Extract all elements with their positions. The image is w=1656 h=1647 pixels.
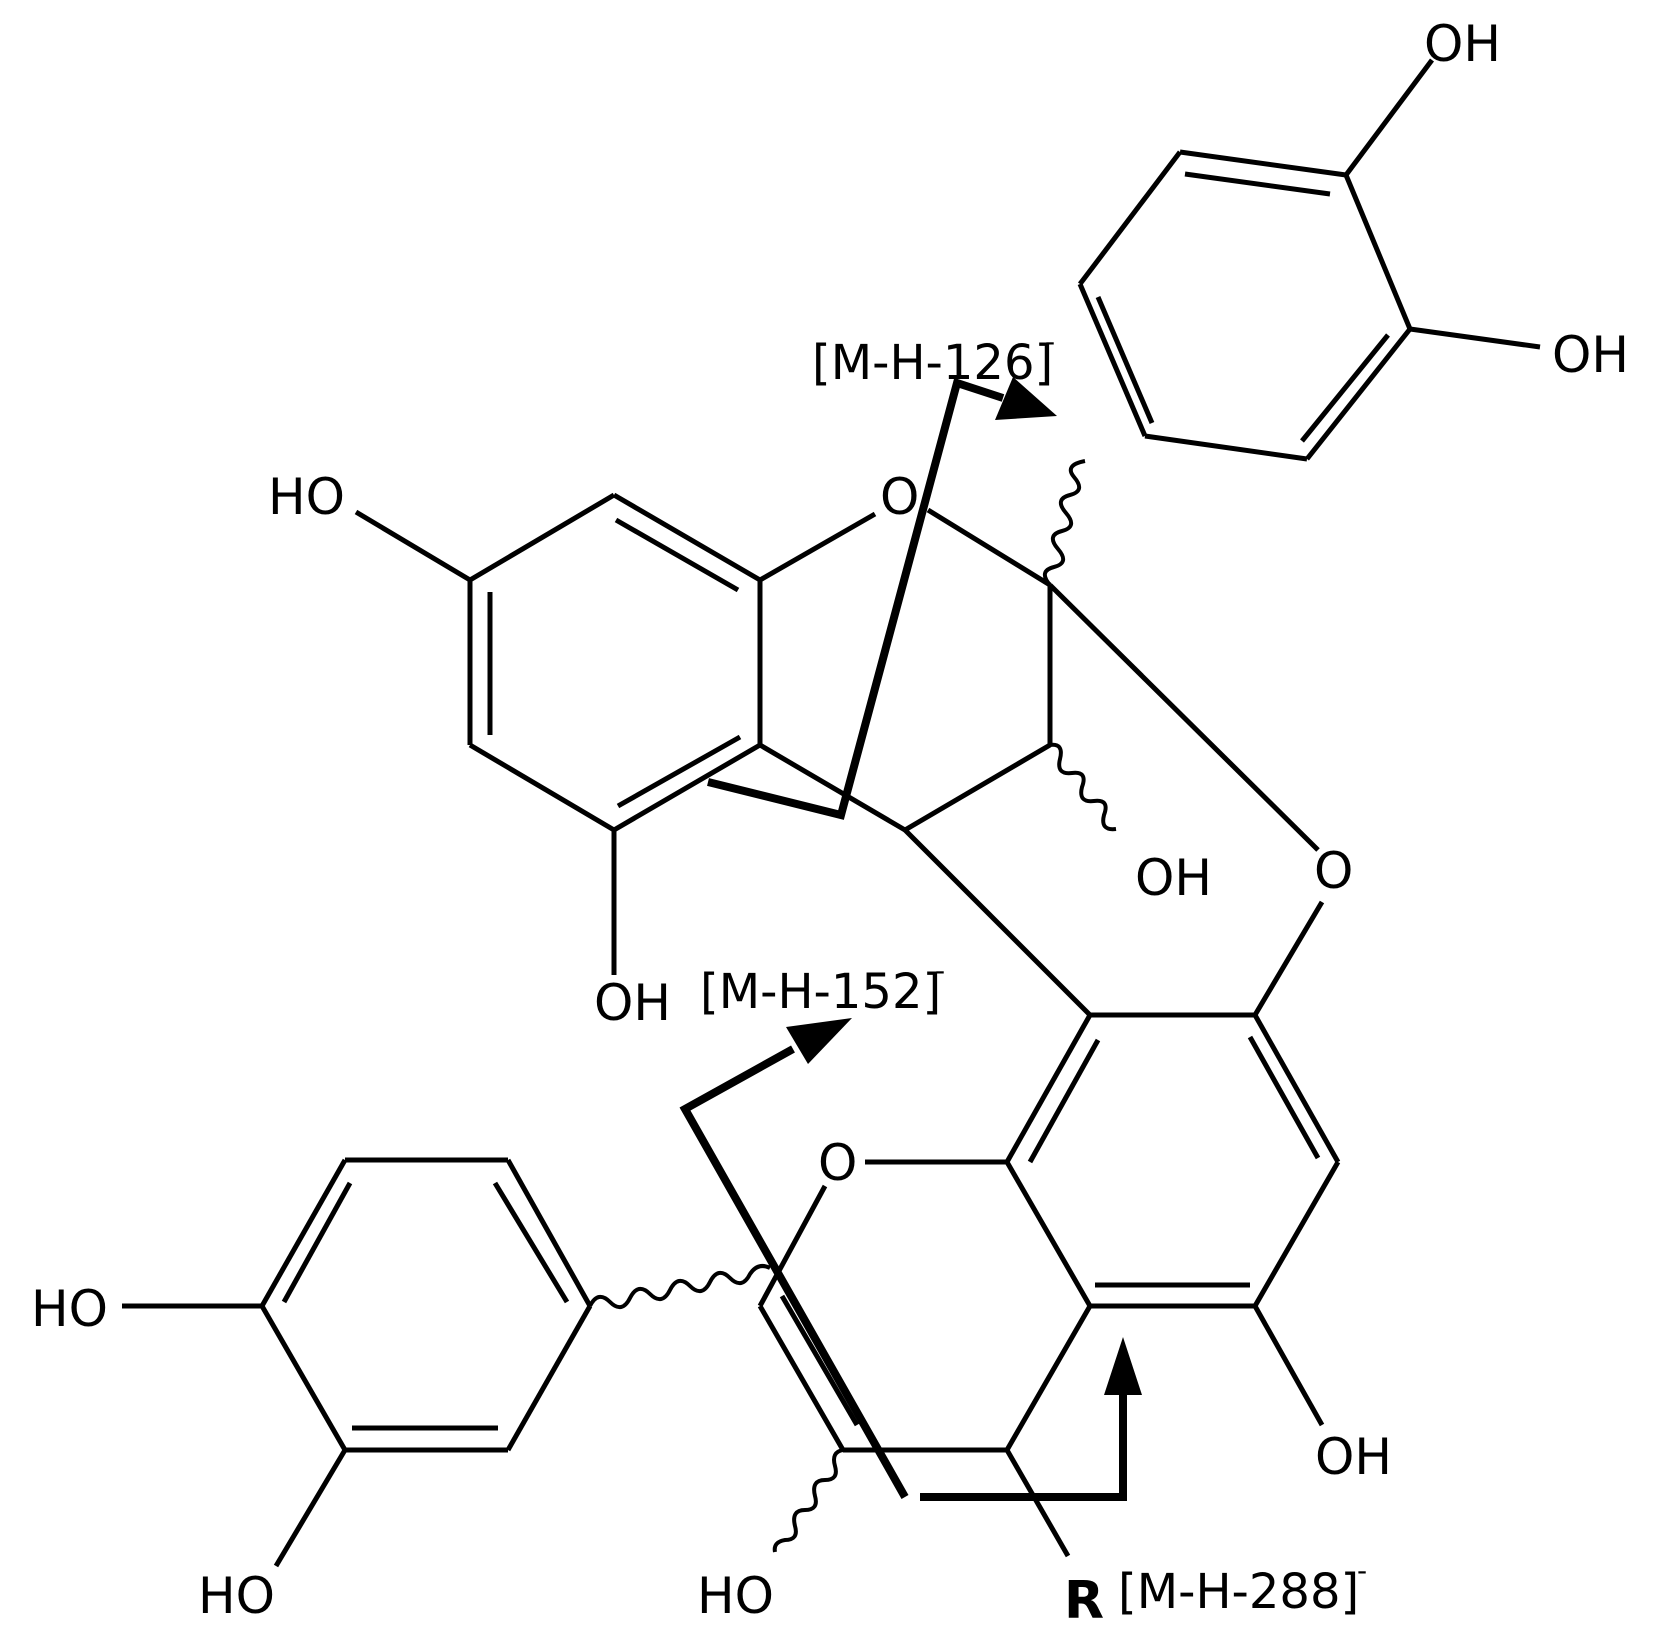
fragmentation-arrows xyxy=(679,377,1142,1501)
fragment-labels: [M-H-126] - [M-H-152] - [M-H-288] - xyxy=(700,325,1367,1620)
label-m126: [M-H-126] xyxy=(812,335,1053,391)
arrow-m152-path xyxy=(679,1045,909,1499)
label-ho-a-ring: HO xyxy=(268,468,345,526)
c-ring xyxy=(758,507,1320,1017)
label-r-group: R xyxy=(1064,1571,1104,1631)
arrow-m288-path xyxy=(920,1392,1127,1501)
label-ho-left: HO xyxy=(31,1280,108,1338)
e-ring xyxy=(122,1157,593,1568)
arrow-m126-path xyxy=(707,377,1005,820)
f-ring xyxy=(757,1159,1093,1558)
b-ring xyxy=(1077,58,1541,462)
label-oh-d-ring: OH xyxy=(1315,1428,1392,1486)
label-m288-charge: - xyxy=(1357,1554,1367,1587)
label-ho-bottom-center: HO xyxy=(697,1567,774,1625)
d-ring xyxy=(1004,900,1341,1427)
label-o-ring-c: O xyxy=(880,468,919,526)
label-oh-right: OH xyxy=(1552,326,1629,384)
wavy-bonds xyxy=(588,459,1117,1553)
arrow-m288-head xyxy=(1104,1337,1142,1395)
label-ho-bottom-left: HO xyxy=(198,1567,275,1625)
label-m152: [M-H-152] xyxy=(700,964,941,1020)
label-o-ether: O xyxy=(1314,842,1353,900)
label-oh-a5: OH xyxy=(594,974,671,1032)
label-m152-charge: - xyxy=(935,954,945,987)
label-oh-top: OH xyxy=(1424,15,1501,73)
a-ring xyxy=(354,492,763,975)
atom-labels: OH OH HO O OH OH O O HO HO HO OH R xyxy=(31,15,1629,1631)
label-oh-c3: OH xyxy=(1135,849,1212,907)
label-m288: [M-H-288] xyxy=(1118,1564,1359,1620)
label-m126-charge: - xyxy=(1045,325,1055,358)
arrow-m126-head xyxy=(995,377,1057,420)
arrow-m152-head xyxy=(786,1018,852,1064)
label-o-ring-f: O xyxy=(818,1134,857,1192)
